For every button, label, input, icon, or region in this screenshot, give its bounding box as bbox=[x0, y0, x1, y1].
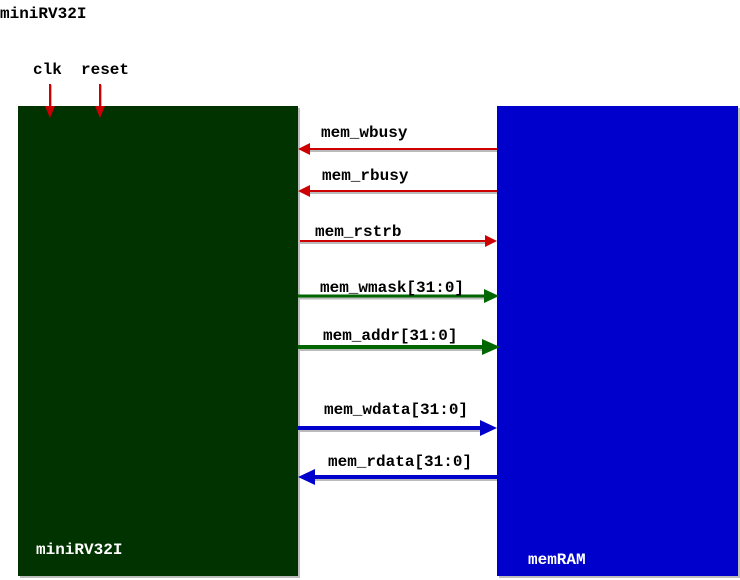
signal-label-mem-rstrb: mem_rstrb bbox=[315, 223, 402, 241]
signal-mem-rstrb-arrow bbox=[300, 235, 497, 247]
cpu-block-label: miniRV32I bbox=[36, 541, 123, 559]
signal-mem-rdata-arrow bbox=[298, 469, 497, 485]
memram-block-label: memRAM bbox=[528, 551, 586, 569]
signal-mem-rbusy-arrow bbox=[298, 185, 497, 197]
signal-label-mem-rdata: mem_rdata[31:0] bbox=[328, 453, 473, 471]
signal-label-mem-wmask: mem_wmask[31:0] bbox=[320, 279, 465, 297]
signal-mem-addr-arrow bbox=[298, 339, 500, 355]
signal-mem-wmask-arrow bbox=[298, 289, 499, 303]
cpu-block: miniRV32I bbox=[18, 106, 298, 576]
signal-label-mem-rbusy: mem_rbusy bbox=[322, 167, 409, 185]
memram-block: memRAM bbox=[497, 106, 738, 576]
signal-label-mem-wbusy: mem_wbusy bbox=[321, 124, 408, 142]
signal-mem-wbusy-arrow bbox=[298, 143, 497, 155]
signal-label-mem-wdata: mem_wdata[31:0] bbox=[324, 401, 469, 419]
clk-label: clk bbox=[33, 61, 62, 79]
signal-label-mem-addr: mem_addr[31:0] bbox=[323, 327, 458, 345]
diagram-title: miniRV32I bbox=[0, 5, 87, 23]
reset-label: reset bbox=[81, 61, 130, 79]
reset-arrow bbox=[95, 84, 105, 118]
signal-mem-wdata-arrow bbox=[298, 420, 497, 436]
clk-arrow bbox=[45, 84, 55, 118]
